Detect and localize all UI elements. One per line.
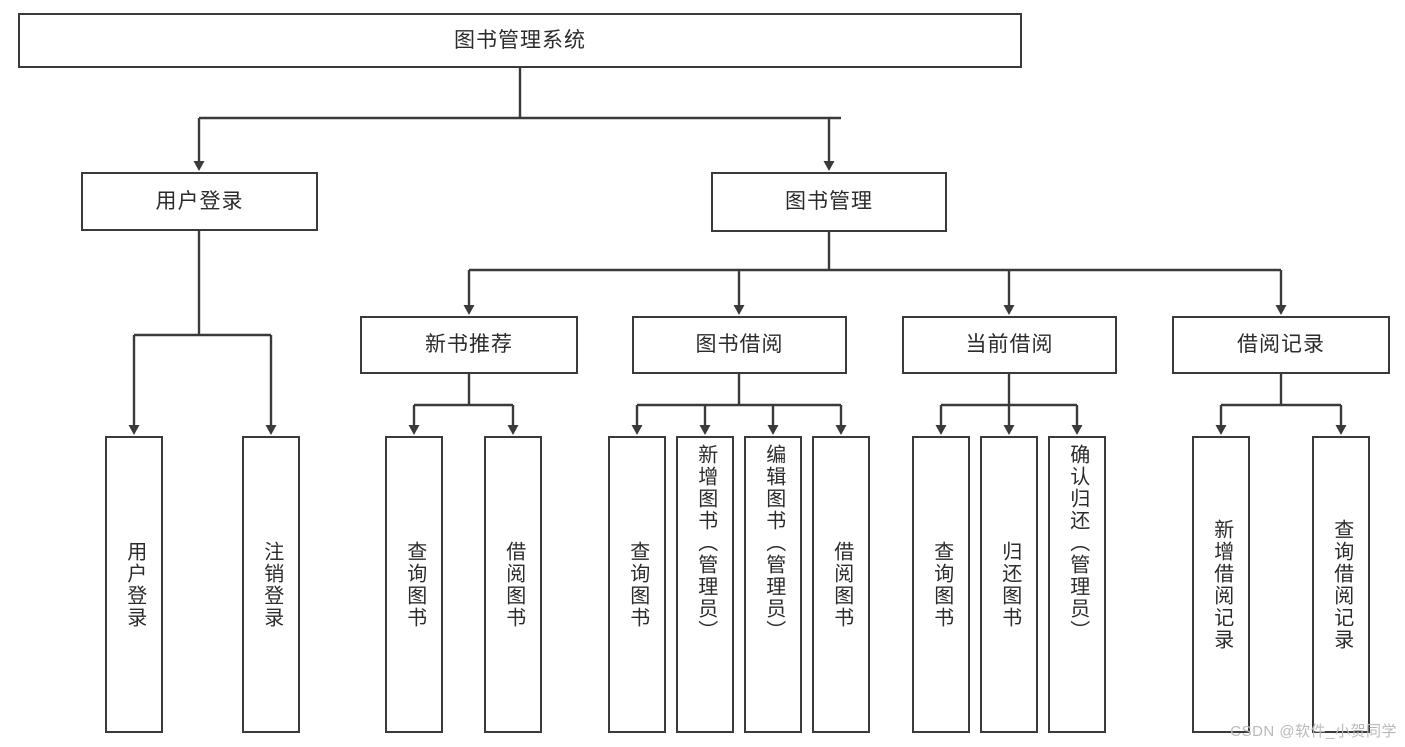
leaf-add-book-admin[interactable]: 新增图书（管理员） (676, 436, 734, 733)
node-label: 借阅图书 (502, 540, 525, 629)
node-label: 归还图书 (998, 540, 1021, 629)
node-label: 新增借阅记录 (1210, 518, 1233, 651)
leaf-return-book[interactable]: 归还图书 (980, 436, 1038, 733)
node-book-management[interactable]: 图书管理 (711, 172, 947, 232)
node-label: 借阅记录 (1237, 333, 1325, 357)
leaf-confirm-return-admin[interactable]: 确认归还（管理员） (1048, 436, 1106, 733)
node-label: 查询图书 (626, 540, 649, 629)
node-label: 新增图书（管理员） (694, 444, 717, 642)
node-label: 用户登录 (123, 540, 146, 629)
node-label: 图书管理 (785, 190, 873, 214)
node-user-login[interactable]: 用户登录 (81, 172, 318, 231)
node-label: 当前借阅 (965, 333, 1054, 357)
node-label: 图书借阅 (695, 333, 784, 357)
node-label: 注销登录 (260, 540, 283, 629)
node-label: 新书推荐 (425, 333, 513, 357)
node-label: 图书管理系统 (454, 28, 586, 52)
node-label: 查询借阅记录 (1330, 518, 1353, 651)
node-borrow-record[interactable]: 借阅记录 (1172, 316, 1390, 374)
leaf-logout[interactable]: 注销登录 (242, 436, 300, 733)
node-book-borrow[interactable]: 图书借阅 (632, 316, 847, 374)
node-label: 确认归还（管理员） (1066, 444, 1089, 642)
leaf-borrow-book[interactable]: 借阅图书 (812, 436, 870, 733)
node-current-borrow[interactable]: 当前借阅 (902, 316, 1117, 374)
node-label: 编辑图书（管理员） (762, 444, 785, 642)
leaf-query-borrow-record[interactable]: 查询借阅记录 (1312, 436, 1370, 733)
leaf-user-login[interactable]: 用户登录 (105, 436, 163, 733)
leaf-borrow-book-recommend[interactable]: 借阅图书 (484, 436, 542, 733)
node-label: 用户登录 (155, 189, 244, 213)
leaf-query-book-current[interactable]: 查询图书 (912, 436, 970, 733)
leaf-add-borrow-record[interactable]: 新增借阅记录 (1192, 436, 1250, 733)
leaf-query-book-borrow[interactable]: 查询图书 (608, 436, 666, 733)
node-label: 查询图书 (930, 540, 953, 629)
node-new-book-recommend[interactable]: 新书推荐 (360, 316, 578, 374)
node-label: 借阅图书 (830, 540, 853, 629)
leaf-query-book-recommend[interactable]: 查询图书 (385, 436, 443, 733)
leaf-edit-book-admin[interactable]: 编辑图书（管理员） (744, 436, 802, 733)
csdn-watermark: CSDN @软件_小贺同学 (1230, 723, 1397, 740)
node-label: 查询图书 (403, 540, 426, 629)
node-root-book-management-system[interactable]: 图书管理系统 (18, 13, 1022, 68)
